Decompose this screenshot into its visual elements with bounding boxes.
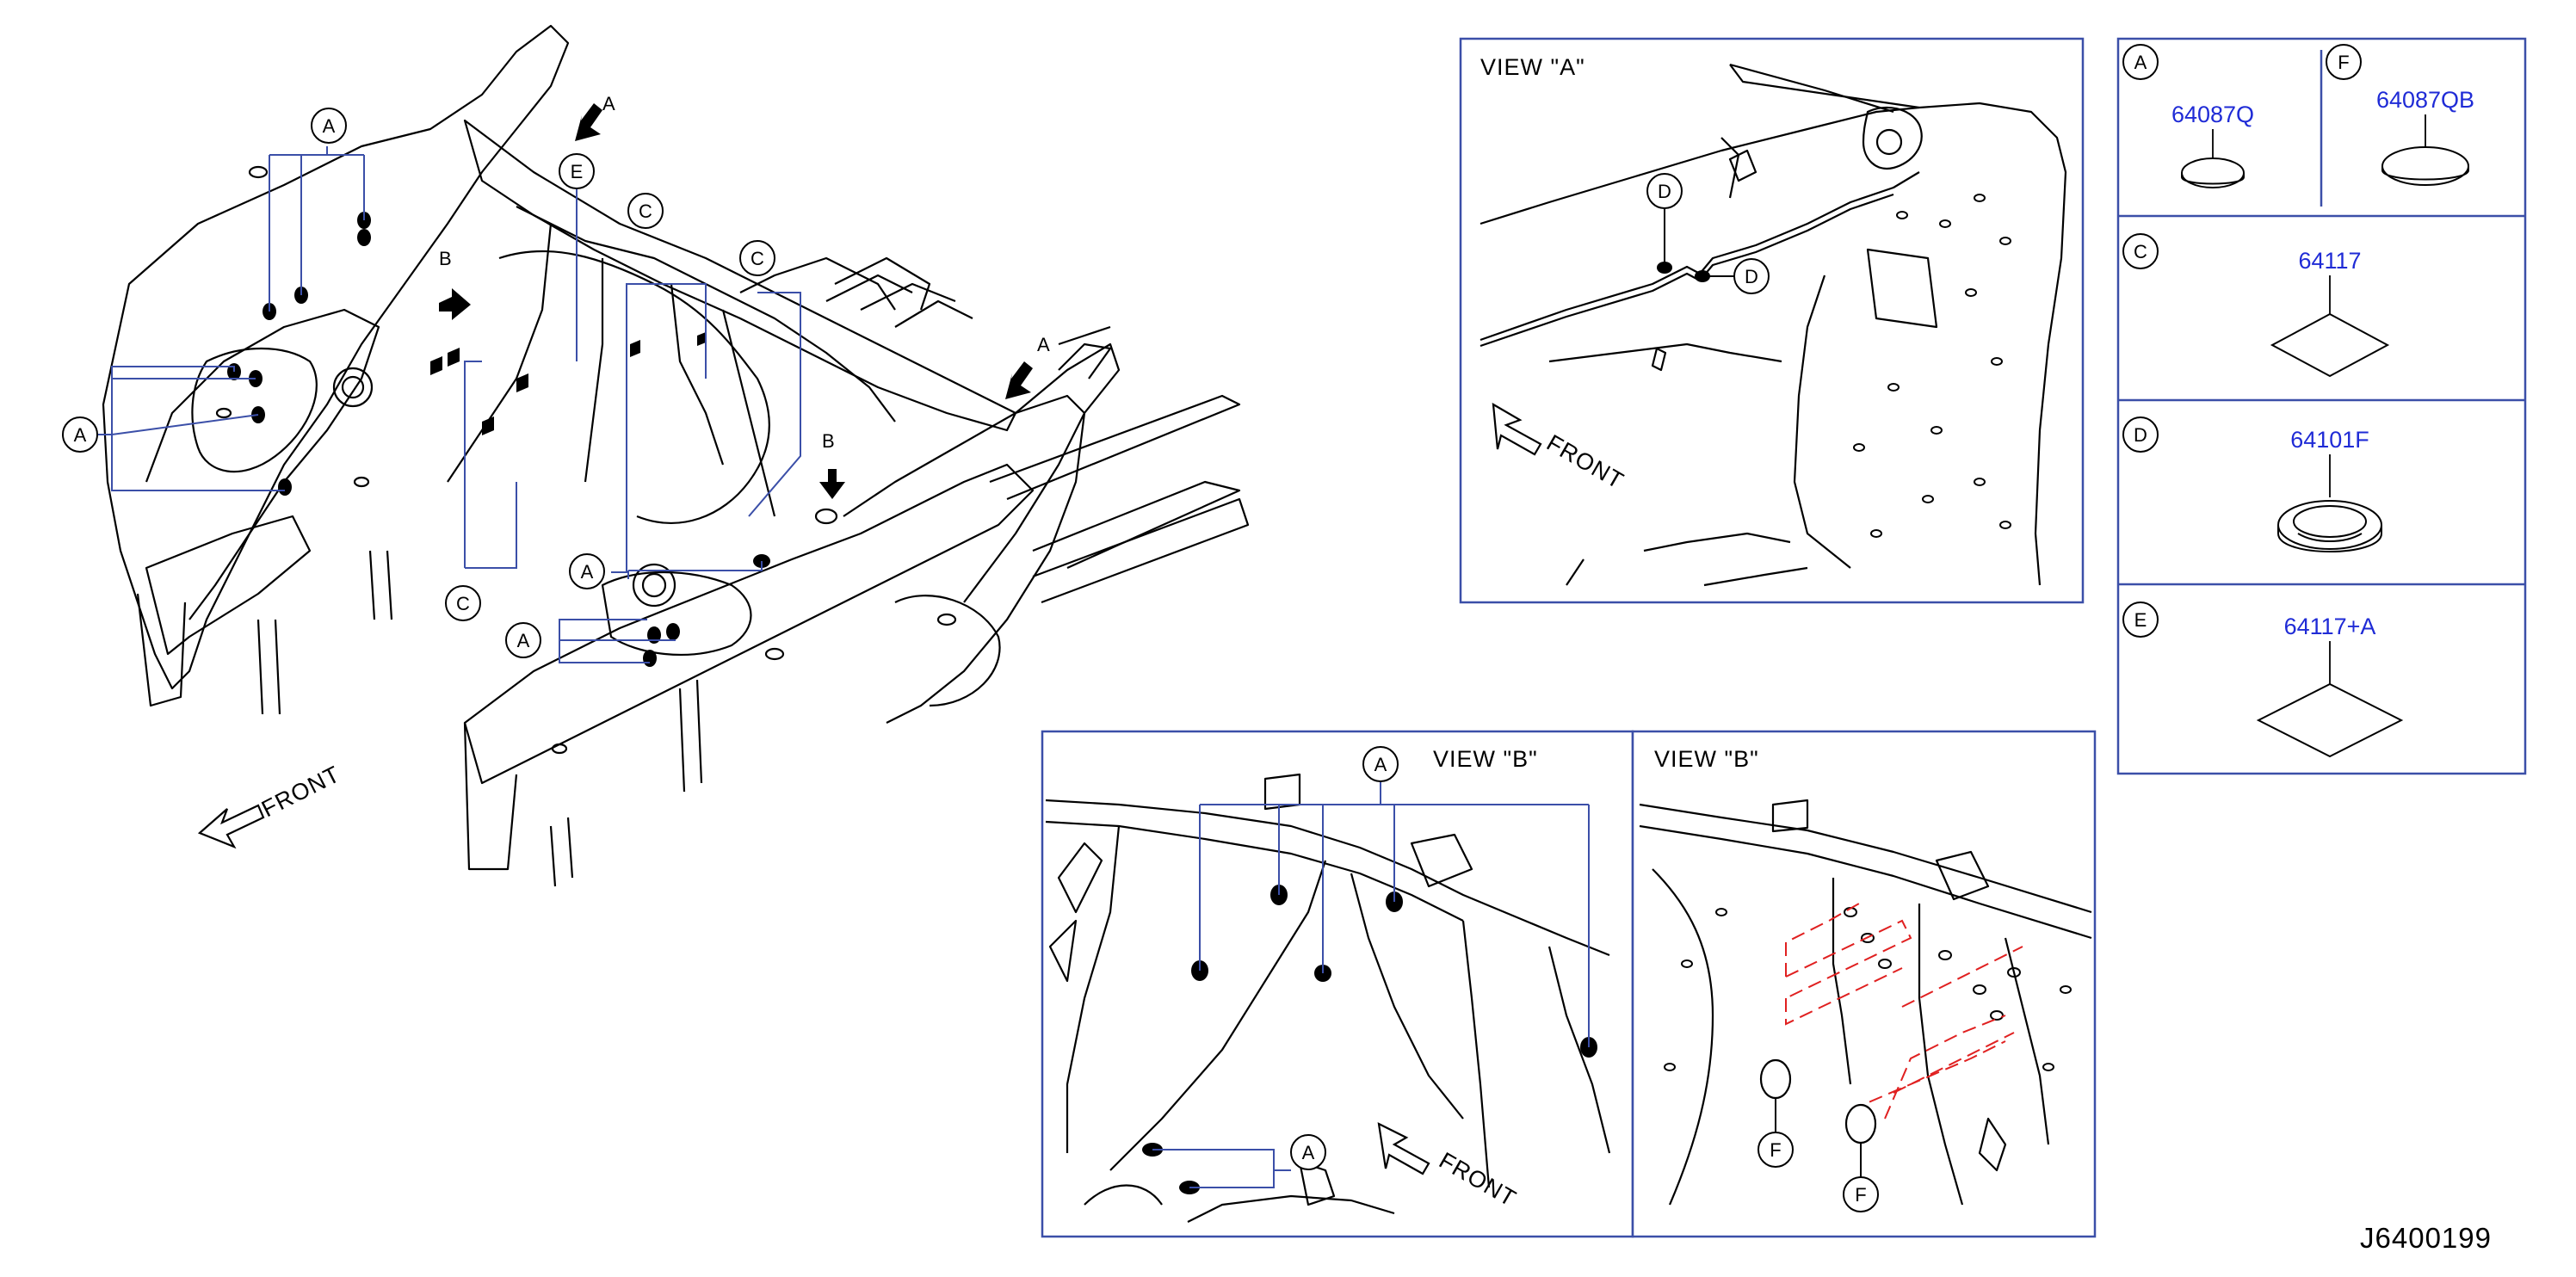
view-b-title-1: VIEW "B" — [1433, 746, 1538, 772]
view-arrow-label-a2: A — [1037, 334, 1050, 355]
svg-text:D: D — [2134, 424, 2147, 446]
callout-e: E — [559, 153, 595, 189]
callout-a-2: A — [62, 416, 98, 453]
svg-text:F: F — [1855, 1184, 1866, 1206]
svg-text:F: F — [1770, 1139, 1781, 1161]
view-direction-arrows — [439, 103, 1033, 499]
view-arrow-label-b1: B — [439, 248, 452, 269]
view-a-title: VIEW "A" — [1480, 54, 1585, 80]
svg-text:A: A — [323, 115, 336, 137]
front-label-main: FRONT — [257, 761, 344, 822]
part-number-e: 64117+A — [2284, 614, 2376, 639]
callout-c-1: C — [627, 193, 664, 229]
callout-a-3: A — [569, 553, 605, 589]
svg-text:C: C — [2134, 241, 2147, 262]
part-number-c: 64117 — [2298, 248, 2361, 274]
part-number-a: 64087Q — [2171, 102, 2254, 127]
callout-a-6: A — [1290, 1134, 1326, 1170]
svg-text:A: A — [1302, 1142, 1315, 1163]
front-arrow-view-a — [1492, 402, 1542, 456]
callout-c-3: C — [445, 585, 481, 621]
part-number-f: 64087QB — [2376, 87, 2474, 113]
svg-text:C: C — [639, 200, 652, 222]
view-a-panel: D D FRONT VIEW "A" — [1459, 37, 2085, 604]
callout-a-4: A — [505, 622, 541, 658]
view-arrow-label-b2: B — [822, 430, 835, 452]
svg-text:A: A — [1374, 754, 1387, 775]
legend-cell-d: D 64101F — [2122, 416, 2382, 552]
parts-legend: A 64087Q F 64087QB C 64117 D 64101F — [2116, 37, 2527, 775]
view-arrow-label-a1: A — [602, 93, 615, 114]
svg-text:D: D — [1658, 181, 1671, 202]
svg-text:D: D — [1745, 266, 1758, 287]
front-body-assembly — [102, 24, 1250, 887]
svg-text:F: F — [2338, 52, 2349, 73]
svg-text:A: A — [74, 424, 87, 446]
svg-text:C: C — [456, 593, 470, 614]
callout-c-2: C — [739, 240, 775, 276]
callout-a-5: A — [1362, 746, 1399, 782]
callout-f-2: F — [1843, 1176, 1879, 1212]
callout-f-1: F — [1757, 1132, 1794, 1168]
view-b-title-2: VIEW "B" — [1654, 746, 1759, 772]
svg-text:A: A — [581, 561, 594, 583]
legend-cell-c: C 64117 — [2122, 233, 2390, 378]
legend-cell-f: F 64087QB — [2326, 44, 2474, 186]
part-number-d: 64101F — [2290, 427, 2369, 453]
svg-text:E: E — [571, 161, 584, 182]
callout-d-2: D — [1733, 258, 1770, 294]
front-arrow-view-b — [1377, 1122, 1430, 1175]
callout-d-1: D — [1646, 173, 1683, 209]
view-b-panel-right: F F VIEW "B" — [1631, 730, 2097, 1238]
callout-a-1: A — [311, 108, 347, 144]
svg-text:C: C — [751, 248, 764, 269]
svg-text:E: E — [2134, 609, 2147, 631]
svg-text:A: A — [2134, 52, 2147, 73]
front-arrow-main — [197, 804, 265, 849]
legend-cell-e: E 64117+A — [2122, 601, 2404, 758]
legend-cell-a: A 64087Q — [2122, 44, 2254, 188]
plug-markers — [227, 212, 770, 667]
main-leader-lines — [80, 146, 801, 663]
diagram-id: J6400199 — [2360, 1222, 2492, 1254]
svg-text:A: A — [517, 630, 530, 651]
view-b-panel-left: A A FRONT VIEW "B" — [1041, 730, 1634, 1238]
